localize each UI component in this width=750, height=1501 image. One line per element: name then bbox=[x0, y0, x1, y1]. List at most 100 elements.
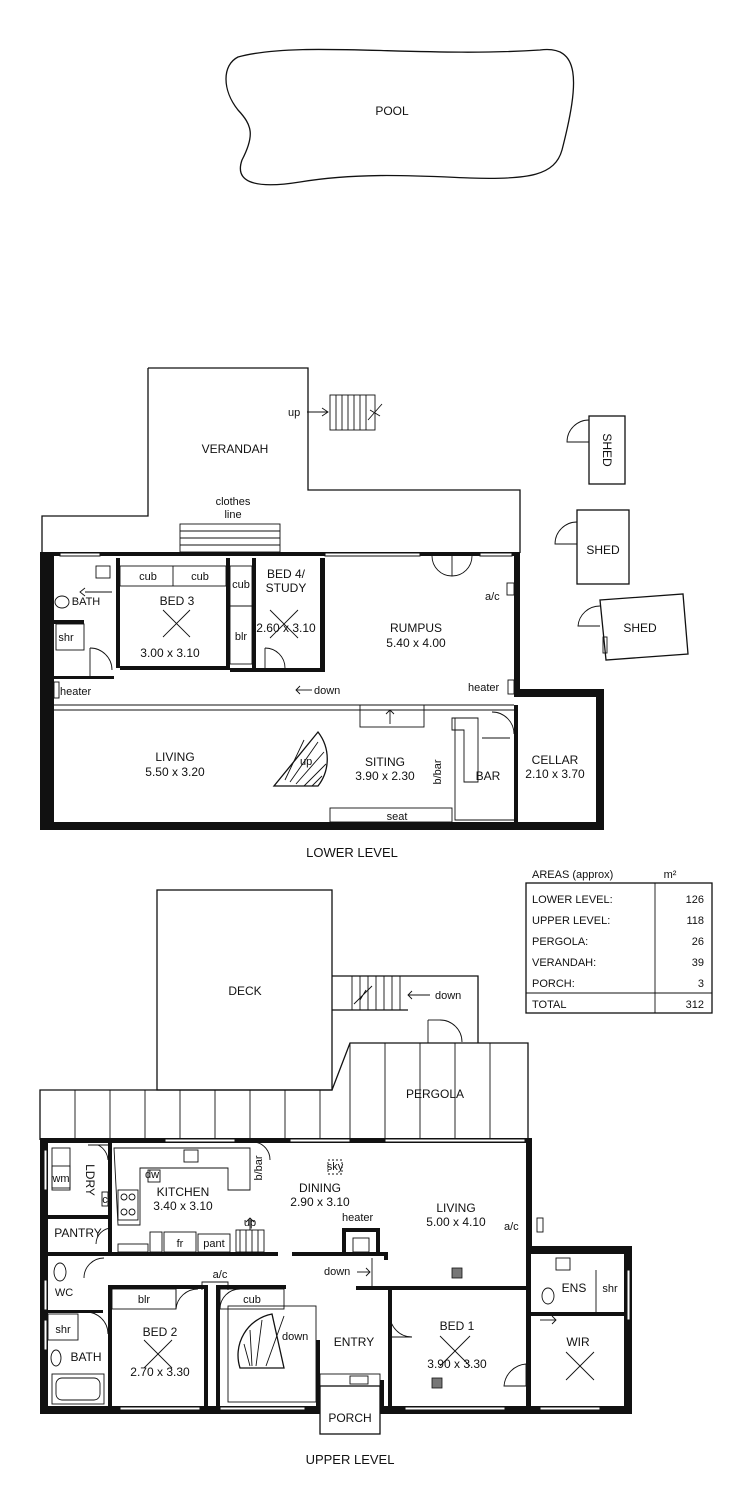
lower-down-label: down bbox=[314, 685, 340, 697]
lower-ac-label: a/c bbox=[485, 591, 500, 603]
areas-unit: m² bbox=[664, 869, 677, 881]
clothes-line-label-2: line bbox=[224, 509, 241, 521]
upper-level-title: UPPER LEVEL bbox=[306, 1452, 395, 1467]
bed2-dim: 2.70 x 3.30 bbox=[130, 1365, 190, 1379]
rumpus-name: RUMPUS bbox=[390, 621, 442, 635]
wc-label: WC bbox=[55, 1287, 73, 1299]
shed-2: SHED bbox=[554, 509, 630, 585]
lower-spiral-up: up bbox=[300, 756, 312, 768]
dining-name: DINING bbox=[299, 1181, 341, 1195]
bed1-name: BED 1 bbox=[440, 1319, 475, 1333]
upper-stair: down bbox=[332, 975, 479, 1043]
areas-row-label: VERANDAH: bbox=[532, 957, 596, 969]
bed1-dim: 3.90 x 3.30 bbox=[427, 1357, 487, 1371]
kitchen-bbar-label: b/bar bbox=[253, 1155, 265, 1180]
porch-label: PORCH bbox=[328, 1411, 371, 1425]
bed3-name: BED 3 bbox=[160, 594, 195, 608]
lower-level-plan: VERANDAH up clothes line bbox=[40, 367, 689, 860]
blr-label: blr bbox=[235, 631, 248, 643]
upper-ac2-label: a/c bbox=[213, 1269, 228, 1281]
clothes-line-label-1: clothes bbox=[216, 496, 251, 508]
areas-total-label: TOTAL bbox=[532, 999, 566, 1011]
cellar-dim: 2.10 x 3.70 bbox=[525, 767, 585, 781]
wm-label: wm bbox=[51, 1173, 69, 1185]
bbar-label: b/bar bbox=[432, 759, 444, 784]
cub-3-label: cub bbox=[232, 579, 250, 591]
clothes-line: clothes line bbox=[179, 496, 281, 553]
shed-2-label: SHED bbox=[586, 543, 620, 557]
deck-label: DECK bbox=[228, 984, 261, 998]
pool-label: POOL bbox=[375, 104, 409, 118]
dining-dim: 2.90 x 3.10 bbox=[290, 1195, 350, 1209]
upper-down-label: down bbox=[324, 1266, 350, 1278]
sitting-name: SITING bbox=[365, 755, 405, 769]
lower-heater-right: heater bbox=[468, 682, 500, 694]
ens-shr-label: shr bbox=[602, 1283, 618, 1295]
sitting-dim: 3.90 x 2.30 bbox=[355, 769, 415, 783]
fr-label: fr bbox=[177, 1238, 184, 1250]
upper-bath-label: BATH bbox=[70, 1350, 101, 1364]
lower-living-dim: 5.50 x 3.20 bbox=[145, 765, 205, 779]
bed2-name: BED 2 bbox=[143, 1325, 178, 1339]
lower-heater-left: heater bbox=[60, 686, 92, 698]
upper-blr-label: blr bbox=[138, 1294, 151, 1306]
areas-row-label: PERGOLA: bbox=[532, 936, 588, 948]
kitchen-dim: 3.40 x 3.10 bbox=[153, 1199, 213, 1213]
areas-row-label: LOWER LEVEL: bbox=[532, 894, 613, 906]
bed4-name-2: STUDY bbox=[266, 581, 307, 595]
cub-1-label: cub bbox=[139, 571, 157, 583]
areas-row-value: 39 bbox=[692, 957, 704, 969]
cub-2-label: cub bbox=[191, 571, 209, 583]
pergola-label: PERGOLA bbox=[406, 1087, 464, 1101]
upper-spiral-down: down bbox=[282, 1331, 308, 1343]
areas-header: AREAS (approx) bbox=[532, 869, 613, 881]
bed4-name-1: BED 4/ bbox=[267, 567, 306, 581]
shed-3: SHED bbox=[577, 593, 689, 661]
shed-3-label: SHED bbox=[623, 621, 657, 635]
upper-level-plan: DECK down bbox=[39, 889, 632, 1467]
pergola: PERGOLA bbox=[39, 1042, 529, 1140]
upper-shr-label: shr bbox=[55, 1324, 71, 1336]
bed3-dim: 3.00 x 3.10 bbox=[140, 646, 200, 660]
verandah-stair: up bbox=[288, 394, 383, 431]
dw-label: dw bbox=[145, 1169, 159, 1181]
bar-label: BAR bbox=[476, 769, 501, 783]
areas-row-value: 118 bbox=[686, 915, 704, 927]
rumpus-dim: 5.40 x 4.00 bbox=[386, 636, 446, 650]
pantry-label: PANTRY bbox=[54, 1226, 102, 1240]
areas-row-label: PORCH: bbox=[532, 978, 575, 990]
upper-spiral-stair: down bbox=[227, 1305, 317, 1403]
c-label: c bbox=[102, 1194, 108, 1206]
shed-1-label: SHED bbox=[600, 433, 614, 467]
upper-living-dim: 5.00 x 4.10 bbox=[426, 1215, 486, 1229]
areas-row-value: 26 bbox=[692, 936, 704, 948]
areas-row-value: 3 bbox=[698, 978, 704, 990]
seat-label: seat bbox=[387, 811, 408, 823]
lower-bath-label: BATH bbox=[72, 596, 101, 608]
entry-label: ENTRY bbox=[334, 1335, 374, 1349]
lower-living-name: LIVING bbox=[155, 750, 194, 764]
areas-row-value: 126 bbox=[686, 894, 704, 906]
sky-label: sky bbox=[327, 1161, 344, 1173]
bed4-dim: 2.60 x 3.10 bbox=[256, 621, 316, 635]
upper-stair-down: down bbox=[435, 990, 461, 1002]
pool: POOL bbox=[225, 48, 575, 186]
upper-living-name: LIVING bbox=[436, 1201, 475, 1215]
upper-ac-label: a/c bbox=[504, 1221, 519, 1233]
kitchen-name: KITCHEN bbox=[157, 1185, 210, 1199]
lower-shr-label: shr bbox=[58, 632, 74, 644]
cellar-name: CELLAR bbox=[532, 753, 579, 767]
wir-label: WIR bbox=[566, 1335, 590, 1349]
ldry-label: LDRY bbox=[83, 1164, 97, 1196]
shed-1: SHED bbox=[566, 415, 626, 485]
areas-row-label: UPPER LEVEL: bbox=[532, 915, 610, 927]
upper-cub-label: cub bbox=[243, 1294, 261, 1306]
areas-total-value: 312 bbox=[686, 999, 704, 1011]
ens-label: ENS bbox=[562, 1281, 587, 1295]
upper-heater-label: heater bbox=[342, 1212, 374, 1224]
verandah-stair-up: up bbox=[288, 407, 300, 419]
verandah-label: VERANDAH bbox=[202, 442, 269, 456]
